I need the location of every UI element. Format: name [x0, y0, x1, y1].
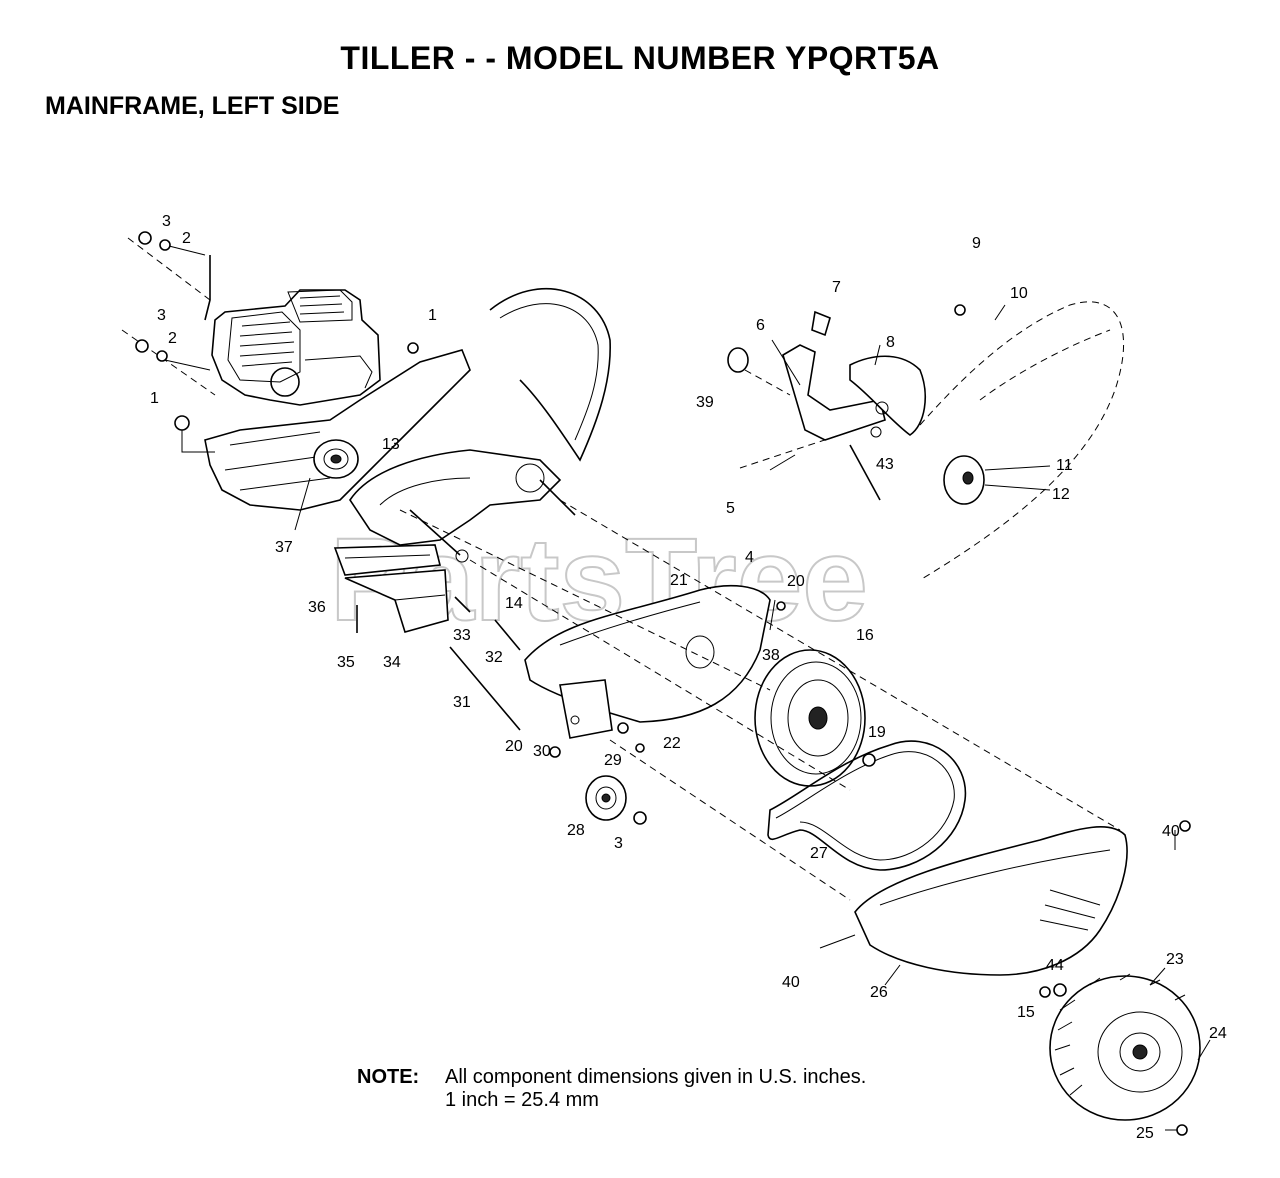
callout-20: 20: [787, 573, 805, 590]
callout-13: 13: [382, 436, 400, 453]
callout-7: 7: [832, 279, 841, 296]
note-line1: All component dimensions given in U.S. i…: [445, 1066, 867, 1088]
callout-30: 30: [533, 743, 551, 760]
callout-38: 38: [762, 647, 780, 664]
belt-27-drawing: [767, 740, 967, 871]
hardware-parts: [135, 231, 1191, 1136]
callout-labels: 3 2 3 2 1 1 13 37 36 14 33 35 34 32 31 2…: [150, 213, 1227, 1142]
callout-43: 43: [876, 456, 894, 473]
mainframe-drawing: [204, 287, 611, 563]
callout-22: 22: [663, 735, 681, 752]
callout-28: 28: [567, 822, 585, 839]
note-line2: 1 inch = 25.4 mm: [445, 1089, 599, 1111]
belt-cover-4-drawing: [524, 584, 771, 739]
fender-26-drawing: [854, 826, 1128, 976]
callout-11: 11: [1056, 457, 1073, 474]
callout-32: 32: [485, 649, 503, 666]
callout-44: 44: [1046, 957, 1064, 974]
callout-9: 9: [972, 235, 981, 252]
callout-26: 26: [870, 984, 888, 1001]
callout-27: 27: [810, 845, 828, 862]
callout-39: 39: [696, 394, 714, 411]
callout-40: 40: [782, 974, 800, 991]
brackets-36-34-drawing: [333, 544, 521, 731]
callout-1: 1: [150, 390, 159, 407]
callout-1: 1: [428, 307, 437, 324]
callout-16: 16: [856, 627, 874, 644]
callout-29: 29: [604, 752, 622, 769]
idler-pulley-28-drawing: [585, 775, 627, 821]
wheel-23-drawing: [1049, 973, 1201, 1121]
section-subtitle: MAINFRAME, LEFT SIDE: [45, 92, 340, 120]
callout-6: 6: [756, 317, 765, 334]
callout-3: 3: [614, 835, 623, 852]
callout-33: 33: [453, 627, 471, 644]
callout-4: 4: [745, 549, 754, 566]
engine-drawing: [204, 255, 381, 406]
guard-dashed-outline: [919, 301, 1125, 581]
callout-40: 40: [1162, 823, 1180, 840]
callout-12: 12: [1052, 486, 1070, 503]
callout-21: 21: [670, 572, 688, 589]
note-label: NOTE:: [357, 1066, 420, 1088]
callout-10: 10: [1010, 285, 1028, 302]
leader-lines: [121, 237, 1211, 1131]
callout-20: 20: [505, 738, 523, 755]
callout-5: 5: [726, 500, 735, 517]
dimensions-note: NOTE: All component dimensions given in U…: [357, 1066, 866, 1112]
page-title: TILLER - - MODEL NUMBER YPQRT5A: [340, 40, 940, 76]
callout-37: 37: [275, 539, 293, 556]
pulley-16-drawing: [754, 649, 866, 787]
callout-3: 3: [162, 213, 171, 230]
callout-23: 23: [1166, 951, 1184, 968]
callout-35: 35: [337, 654, 355, 671]
callout-8: 8: [886, 334, 895, 351]
callout-36: 36: [308, 599, 326, 616]
callout-14: 14: [505, 595, 523, 612]
callout-15: 15: [1017, 1004, 1035, 1021]
upper-brackets-drawing: [727, 310, 985, 505]
callout-24: 24: [1209, 1025, 1227, 1042]
callout-19: 19: [868, 724, 886, 741]
callout-3: 3: [157, 307, 166, 324]
callout-2: 2: [168, 330, 177, 347]
callout-34: 34: [383, 654, 401, 671]
callout-2: 2: [182, 230, 191, 247]
pulley-37-drawing: [313, 439, 359, 479]
callout-25: 25: [1136, 1125, 1154, 1142]
callout-31: 31: [453, 694, 471, 711]
